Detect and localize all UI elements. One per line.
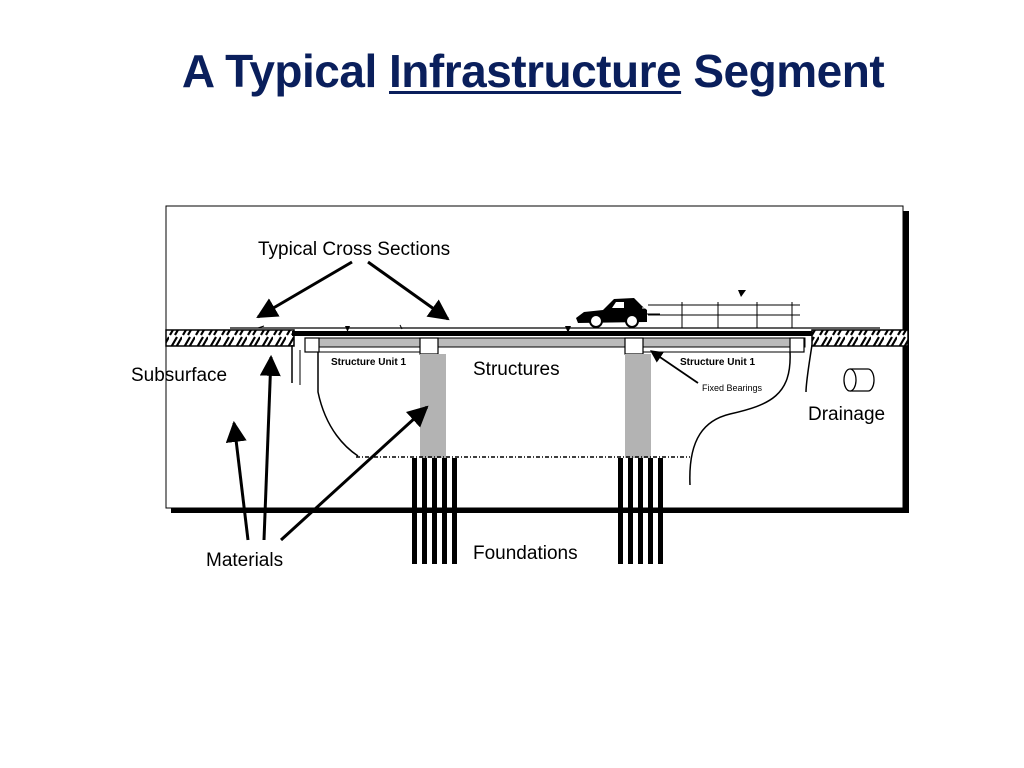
- pier-right: [625, 354, 651, 458]
- drainage-pipe-icon: [843, 368, 875, 392]
- label-cross-sections: Typical Cross Sections: [258, 239, 450, 260]
- guardrail: [648, 302, 800, 328]
- label-fixed-bearings: Fixed Bearings: [702, 383, 763, 393]
- abutment-right: [643, 344, 813, 486]
- car-icon: [576, 298, 660, 328]
- label-drainage: Drainage: [808, 404, 885, 425]
- piles-right: [618, 458, 663, 564]
- ground-right: [811, 329, 909, 347]
- arrow-materials-2: [259, 354, 281, 541]
- label-structure-unit-right: Structure Unit 1: [680, 357, 755, 368]
- roadway-deck: [230, 290, 880, 355]
- arrows: [225, 260, 450, 542]
- abutment-left: [291, 345, 420, 457]
- arrow-materials-3: [279, 405, 429, 542]
- label-materials: Materials: [206, 550, 283, 571]
- arrow-materials-1: [225, 420, 250, 541]
- title-prefix: A Typical: [181, 45, 390, 97]
- label-subsurface: Subsurface: [131, 365, 227, 386]
- slide-title: A Typical Infrastructure Segment: [0, 44, 1024, 98]
- piles-left: [412, 458, 457, 564]
- ground-left: [165, 329, 295, 347]
- diagram-frame: [165, 205, 909, 513]
- label-structures: Structures: [473, 359, 560, 380]
- title-emphasis: Infrastructure: [389, 45, 682, 97]
- arrow-cross-section-right: [367, 260, 450, 321]
- label-foundations: Foundations: [473, 543, 578, 564]
- title-suffix: Segment: [681, 45, 885, 97]
- arrow-cross-section-left: [256, 260, 353, 319]
- label-structure-unit-left: Structure Unit 1: [331, 357, 406, 368]
- pier-left: [420, 354, 446, 458]
- arrow-fixed-bearings: [649, 350, 699, 384]
